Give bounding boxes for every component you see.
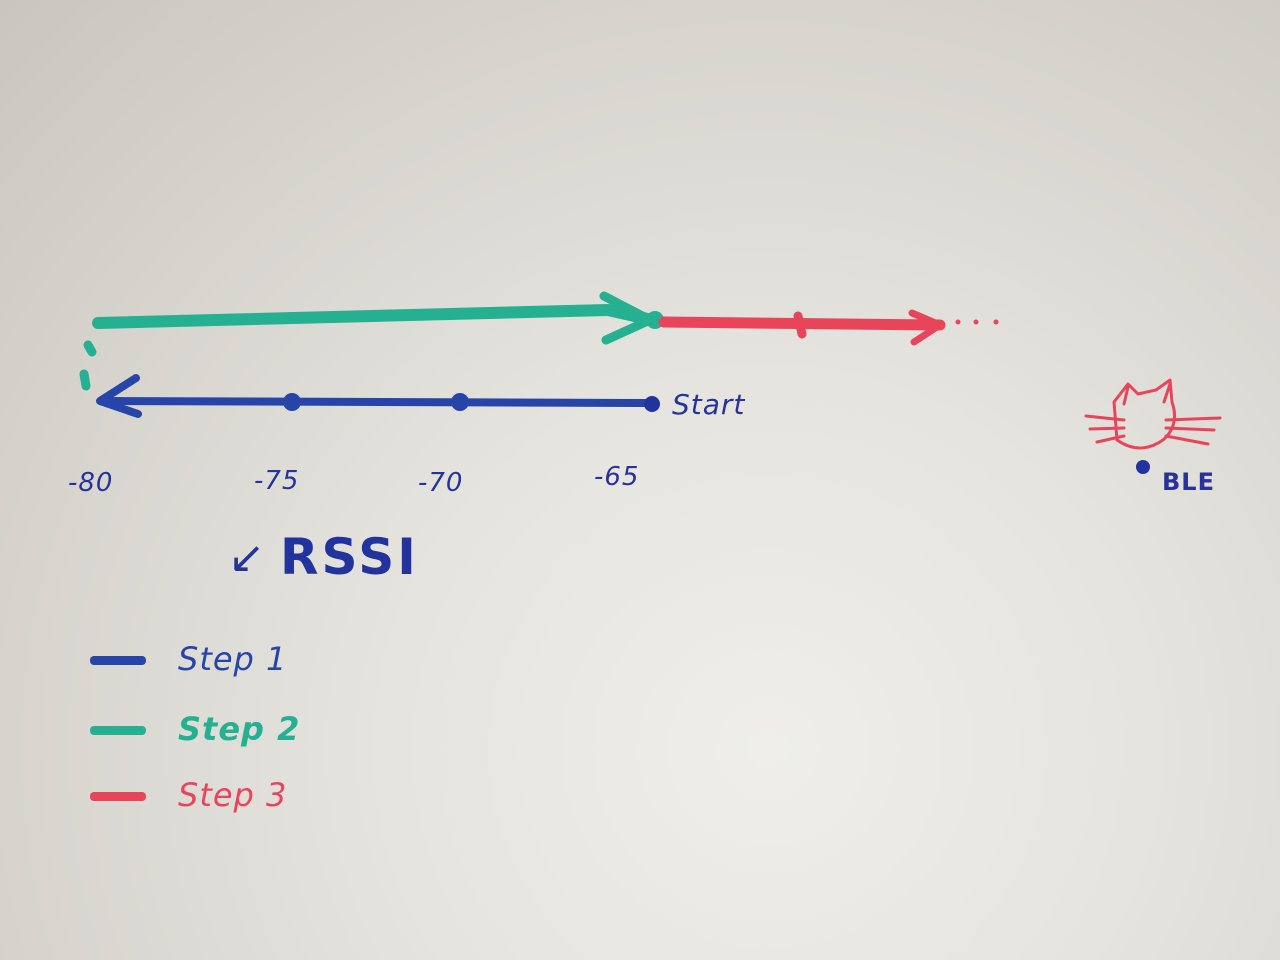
step1-line <box>96 374 656 418</box>
legend-label-step3: Step 3 <box>178 776 288 814</box>
step2-line <box>79 291 658 391</box>
continuation-dots <box>955 319 999 325</box>
tick-dot-70 <box>451 393 469 411</box>
rssi-label: RSSI <box>280 528 419 586</box>
tick-label-80: -80 <box>68 468 114 498</box>
ble-label: BLE <box>1162 468 1215 496</box>
tick-label-75: -75 <box>254 466 300 496</box>
tick-label-70: -70 <box>418 468 464 498</box>
ble-dot <box>1136 460 1150 474</box>
legend-label-step2: Step 2 <box>178 710 301 748</box>
legend-swatch-step1 <box>90 656 146 665</box>
tick-label-65: -65 <box>594 462 640 492</box>
start-label: Start <box>672 388 746 421</box>
tick-dot-75 <box>283 393 301 411</box>
cat-icon <box>1084 378 1222 450</box>
start-dot <box>644 396 660 412</box>
step3-line <box>658 309 946 346</box>
legend-swatch-step3 <box>90 792 146 801</box>
legend-label-step1: Step 1 <box>178 640 288 678</box>
legend-swatch-step2 <box>90 726 146 735</box>
rssi-arrow-icon: ↙ <box>228 532 265 583</box>
